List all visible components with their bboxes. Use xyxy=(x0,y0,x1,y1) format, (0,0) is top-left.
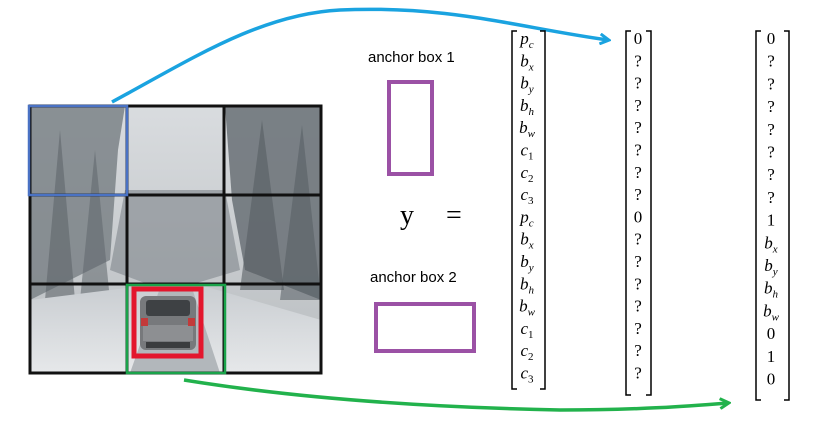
vector-template-entry: by xyxy=(520,252,534,274)
vector-blue-entry: 0 xyxy=(634,29,643,48)
vector-green-entry: 0 xyxy=(767,370,776,389)
vector-blue-entry: ? xyxy=(634,252,642,271)
vector-blue-entry: ? xyxy=(634,163,642,182)
vector-template-entry: bh xyxy=(520,96,535,118)
vector-green-entry: bh xyxy=(764,279,779,301)
vector-template-entry: bx xyxy=(520,51,534,73)
vector-blue-entry: ? xyxy=(634,274,642,293)
vector-green-entry: ? xyxy=(767,165,775,184)
vector-blue-entry: ? xyxy=(634,185,642,204)
vector-green-entry: bx xyxy=(764,233,778,255)
equals-sign: = xyxy=(446,200,462,231)
green-arrow xyxy=(183,378,728,412)
vector-green-entry: 0 xyxy=(767,29,776,48)
vector-blue-entry: ? xyxy=(634,74,642,93)
right-bracket xyxy=(540,30,546,390)
anchor-box-2-shape xyxy=(374,302,476,353)
right-bracket xyxy=(646,30,652,396)
vector-blue-entry: ? xyxy=(634,297,642,316)
vector-blue-entry: 0 xyxy=(634,207,643,226)
vector-blue-entry: ? xyxy=(634,319,642,338)
vector-template-entry: c3 xyxy=(520,364,534,386)
road-photo xyxy=(30,106,321,373)
vector-template-entry: pc xyxy=(519,29,534,51)
vector-blue-entry: ? xyxy=(634,118,642,137)
left-bracket xyxy=(511,30,517,390)
anchor-box-1-shape xyxy=(387,80,434,176)
vector-blue-entry: ? xyxy=(634,230,642,249)
vector-green-entry: ? xyxy=(767,143,775,162)
vector-blue-entry: ? xyxy=(634,364,642,383)
left-bracket xyxy=(755,30,761,401)
vector-template-entry: bh xyxy=(520,274,535,296)
vector-template-entry: by xyxy=(520,74,534,96)
vector-template-entry: c2 xyxy=(520,163,533,185)
anchor-box-2-label: anchor box 2 xyxy=(370,269,457,286)
vector-green-entry: bw xyxy=(763,301,780,323)
green-cell-highlight xyxy=(125,283,227,375)
vector-green-entry: by xyxy=(764,256,778,278)
anchor-box-1-label: anchor box 1 xyxy=(368,49,455,66)
blue-cell-highlight xyxy=(27,104,129,197)
vector-blue-entry: ? xyxy=(634,96,642,115)
vector-template-entry: bw xyxy=(519,297,536,319)
vector-template-entry: bx xyxy=(520,230,534,252)
vector-template-entry: c1 xyxy=(520,319,533,341)
vector-blue-entry: ? xyxy=(634,141,642,160)
vector-green-entry: ? xyxy=(767,188,775,207)
left-bracket xyxy=(625,30,631,396)
vector-template-entry: bw xyxy=(519,118,536,140)
vector-template-entry: c3 xyxy=(520,185,534,207)
vector-green-entry: 0 xyxy=(767,324,776,343)
car xyxy=(140,296,196,350)
vector-template-entry: c2 xyxy=(520,341,533,363)
vector-green-entry: ? xyxy=(767,97,775,116)
vector-template-entry: pc xyxy=(519,207,534,229)
car-bounding-box xyxy=(131,286,204,359)
right-bracket xyxy=(784,30,790,401)
vector-template-entry: c1 xyxy=(520,141,533,163)
vector-blue-entry: ? xyxy=(634,51,642,70)
vector-green-entry: ? xyxy=(767,74,775,93)
vector-green-entry: 1 xyxy=(767,347,776,366)
vector-blue-cell: 0??????? 0??????? xyxy=(625,29,652,396)
vector-blue-entry: ? xyxy=(634,341,642,360)
y-symbol: y xyxy=(400,200,414,231)
vector-green-entry: ? xyxy=(767,120,775,139)
vector-green-entry: 1 xyxy=(767,211,776,230)
vector-green-entry: ? xyxy=(767,52,775,71)
blue-arrow xyxy=(111,7,608,104)
